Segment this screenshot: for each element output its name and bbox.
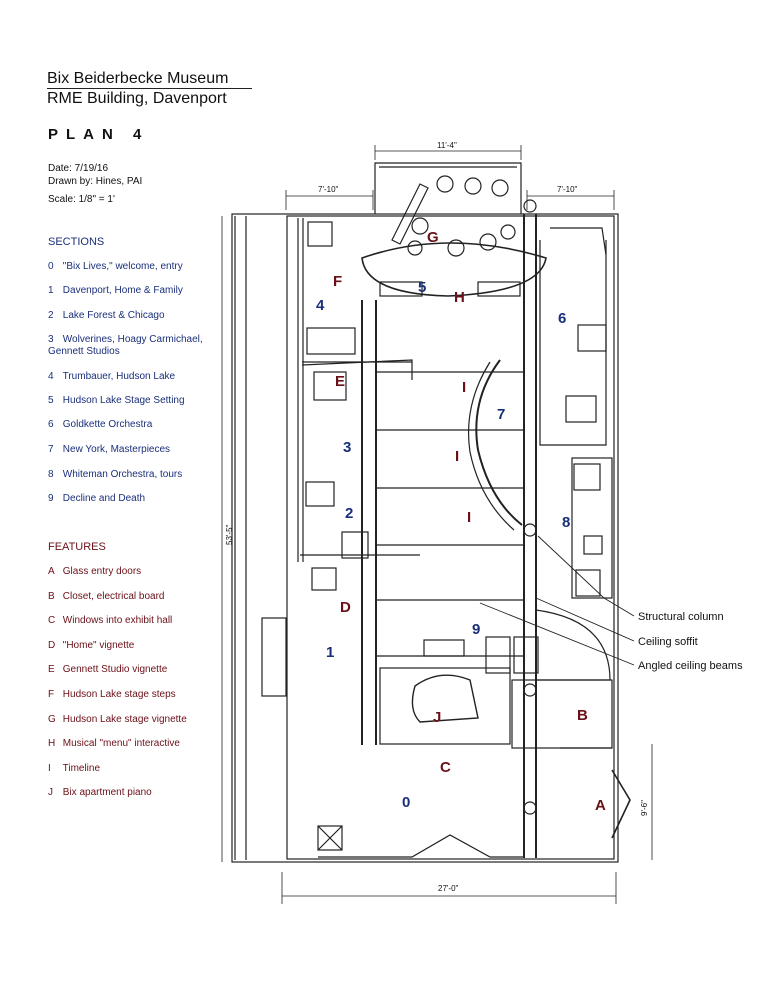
feature-item: E Gennett Studio vignette xyxy=(48,664,168,675)
callout-leader-beams xyxy=(479,602,635,666)
callout-leader-soffit xyxy=(535,597,635,642)
drawing-date: Date: 7/19/16 xyxy=(48,163,109,174)
section-item: 0 "Bix Lives," welcome, entry xyxy=(48,261,183,272)
section-item: 2 Lake Forest & Chicago xyxy=(48,310,165,321)
feature-item: C Windows into exhibit hall xyxy=(48,615,173,626)
dim-entry-depth: 9'-6" xyxy=(640,800,649,816)
feature-item: A Glass entry doors xyxy=(48,566,142,577)
exhibit-case xyxy=(573,463,601,491)
feature-item: D "Home" vignette xyxy=(48,640,135,651)
section-item: 1 Davenport, Home & Family xyxy=(48,285,183,296)
section-item: 8 Whiteman Orchestra, tours xyxy=(48,469,183,480)
section-label-5: 5 xyxy=(418,279,426,296)
feature-item: B Closet, electrical board xyxy=(48,591,165,602)
dim-left-bay: 7'-10" xyxy=(318,185,339,194)
feature-item: I Timeline xyxy=(48,763,101,774)
piano-room xyxy=(379,667,511,745)
features-heading: FEATURES xyxy=(48,541,106,553)
feature-label-i: I xyxy=(467,509,471,526)
drawing-scale: Scale: 1/8" = 1' xyxy=(48,194,115,205)
closet xyxy=(511,679,613,749)
sections-heading: SECTIONS xyxy=(48,236,105,248)
title-underline xyxy=(47,88,252,89)
callout-structural-column: Structural column xyxy=(638,611,724,623)
exhibit-case xyxy=(577,324,607,352)
structural-column xyxy=(523,523,537,537)
feature-label-a: A xyxy=(595,797,606,814)
section-label-9: 9 xyxy=(472,621,480,638)
section-item: 6 Goldkette Orchestra xyxy=(48,419,153,430)
exhibit-case xyxy=(305,481,335,507)
dim-overall-length: 53'-5" xyxy=(225,524,234,545)
feature-label-b: B xyxy=(577,707,588,724)
entry-doors xyxy=(611,769,631,839)
structural-column xyxy=(523,683,537,697)
outer-wall xyxy=(231,213,619,863)
section-item: 9 Decline and Death xyxy=(48,493,146,504)
section-label-2: 2 xyxy=(345,505,353,522)
exhibit-case xyxy=(306,327,356,355)
section-label-8: 8 xyxy=(562,514,570,531)
feature-label-h: H xyxy=(454,289,465,306)
exhibit-case xyxy=(313,371,347,401)
dim-right-bay: 7'-10" xyxy=(557,185,578,194)
feature-item: G Hudson Lake stage vignette xyxy=(48,714,187,725)
feature-label-g: G xyxy=(427,229,439,246)
drawing-title: Bix Beiderbecke Museum xyxy=(47,70,229,87)
feature-label-j: J xyxy=(433,709,441,726)
feature-label-e: E xyxy=(335,373,345,390)
exhibit-case xyxy=(311,567,337,591)
exhibit-case xyxy=(583,535,603,555)
feature-label-i: I xyxy=(462,379,466,396)
dim-stage-width: 11'-4" xyxy=(437,141,457,150)
section-item: 5 Hudson Lake Stage Setting xyxy=(48,395,185,406)
section-label-4: 4 xyxy=(316,297,325,314)
piano-icon xyxy=(411,674,479,723)
feature-label-c: C xyxy=(440,759,451,776)
section-label-6: 6 xyxy=(558,310,566,327)
dim-overall-width: 27'-0" xyxy=(438,884,459,893)
section-item: 4 Trumbauer, Hudson Lake xyxy=(48,371,176,382)
feature-item: J Bix apartment piano xyxy=(48,787,152,798)
structural-column xyxy=(523,801,537,815)
stage-alcove xyxy=(374,162,522,214)
column-box xyxy=(317,825,343,851)
callout-leader-column xyxy=(537,535,635,617)
callout-angled-beams: Angled ceiling beams xyxy=(638,660,743,672)
timeline-wall xyxy=(475,359,523,526)
exhibit-case xyxy=(341,531,369,559)
exhibit-case xyxy=(565,395,597,423)
plan-number: PLAN 4 xyxy=(48,126,150,143)
feature-item: H Musical "menu" interactive xyxy=(48,738,180,749)
exhibit-case xyxy=(485,636,511,674)
exhibit-case xyxy=(307,221,333,247)
feature-item: F Hudson Lake stage steps xyxy=(48,689,176,700)
callout-ceiling-soffit: Ceiling soffit xyxy=(638,636,698,648)
inner-wall xyxy=(286,215,615,860)
section-label-1: 1 xyxy=(326,644,334,661)
exhibit-case xyxy=(513,636,539,674)
feature-label-i: I xyxy=(455,448,459,465)
section-label-7: 7 xyxy=(497,406,505,423)
section-item: 3 Wolverines, Hoagy Carmichael, Gennett … xyxy=(48,334,203,357)
section-label-0: 0 xyxy=(402,794,410,811)
feature-label-d: D xyxy=(340,599,351,616)
section-label-3: 3 xyxy=(343,439,351,456)
stage-platform xyxy=(361,242,547,297)
drawing-subtitle: RME Building, Davenport xyxy=(47,90,227,107)
structural-column xyxy=(523,199,537,213)
drawn-by: Drawn by: Hines, PAI xyxy=(48,176,143,187)
section-item: 7 New York, Masterpieces xyxy=(48,444,171,455)
exhibit-case xyxy=(575,569,601,597)
feature-label-f: F xyxy=(333,273,342,290)
